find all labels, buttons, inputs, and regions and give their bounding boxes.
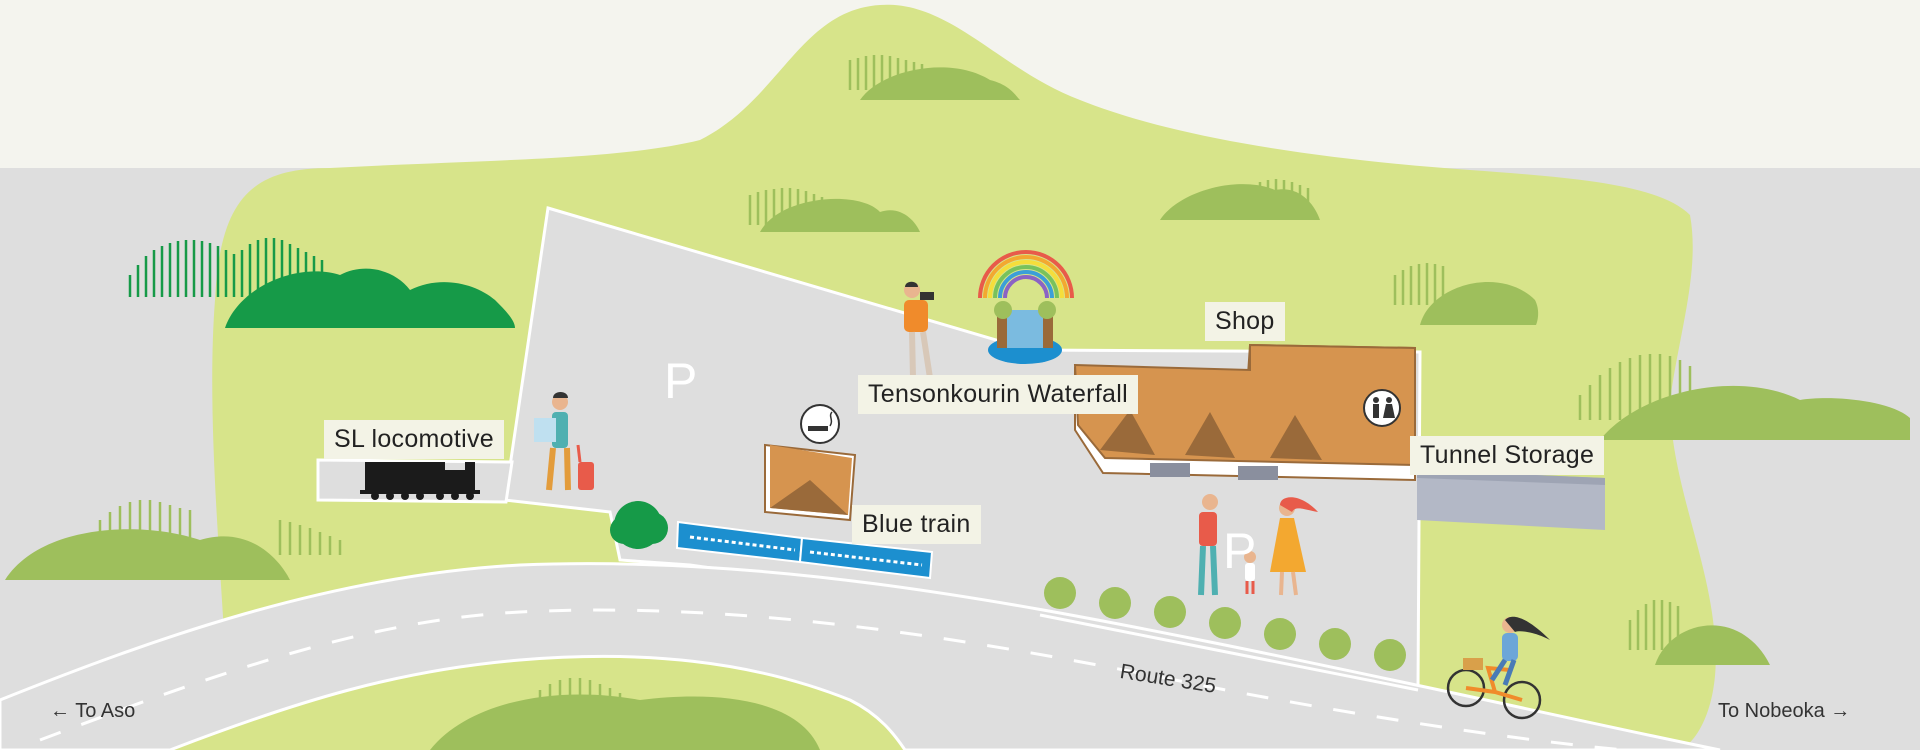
shop-label[interactable]: Shop [1205, 302, 1285, 341]
background-hills [5, 67, 1910, 750]
blue-train-shelter [764, 443, 857, 522]
bush-icon [610, 501, 668, 549]
blue-train-label[interactable]: Blue train [852, 505, 981, 544]
dark-hatched-hill [128, 238, 324, 297]
hatched-hills [98, 55, 1692, 710]
blue-train-icon [675, 520, 934, 580]
cyclist-icon [1446, 616, 1550, 720]
road-centerline [39, 608, 1644, 750]
photographer-icon [904, 281, 934, 379]
sl-locomotive-icon [360, 462, 480, 500]
shop-building [1073, 343, 1416, 482]
tree-row [1044, 577, 1406, 671]
to-nobeoka-direction[interactable]: To Nobeoka → [1718, 700, 1851, 722]
restroom-icon [1363, 389, 1401, 427]
parking-icon: P [664, 353, 698, 409]
to-aso-direction[interactable]: ← To Aso [50, 700, 136, 722]
tunnel-storage-label[interactable]: Tunnel Storage [1410, 436, 1605, 475]
parking-icon-lower: P [1223, 523, 1257, 579]
traveler-with-suitcase-icon [534, 392, 594, 491]
road-lower-grass-stroke [169, 654, 907, 750]
family-icon [1198, 494, 1318, 596]
sl-locomotive-label[interactable]: SL locomotive [324, 420, 504, 459]
smoking-area-icon [800, 404, 840, 444]
waterfall-label[interactable]: Tensonkourin Waterfall [858, 375, 1138, 414]
tunnel-storage-building [1417, 470, 1605, 530]
waterfall-icon [978, 250, 1074, 364]
sidewalk-edge [1039, 613, 1419, 692]
